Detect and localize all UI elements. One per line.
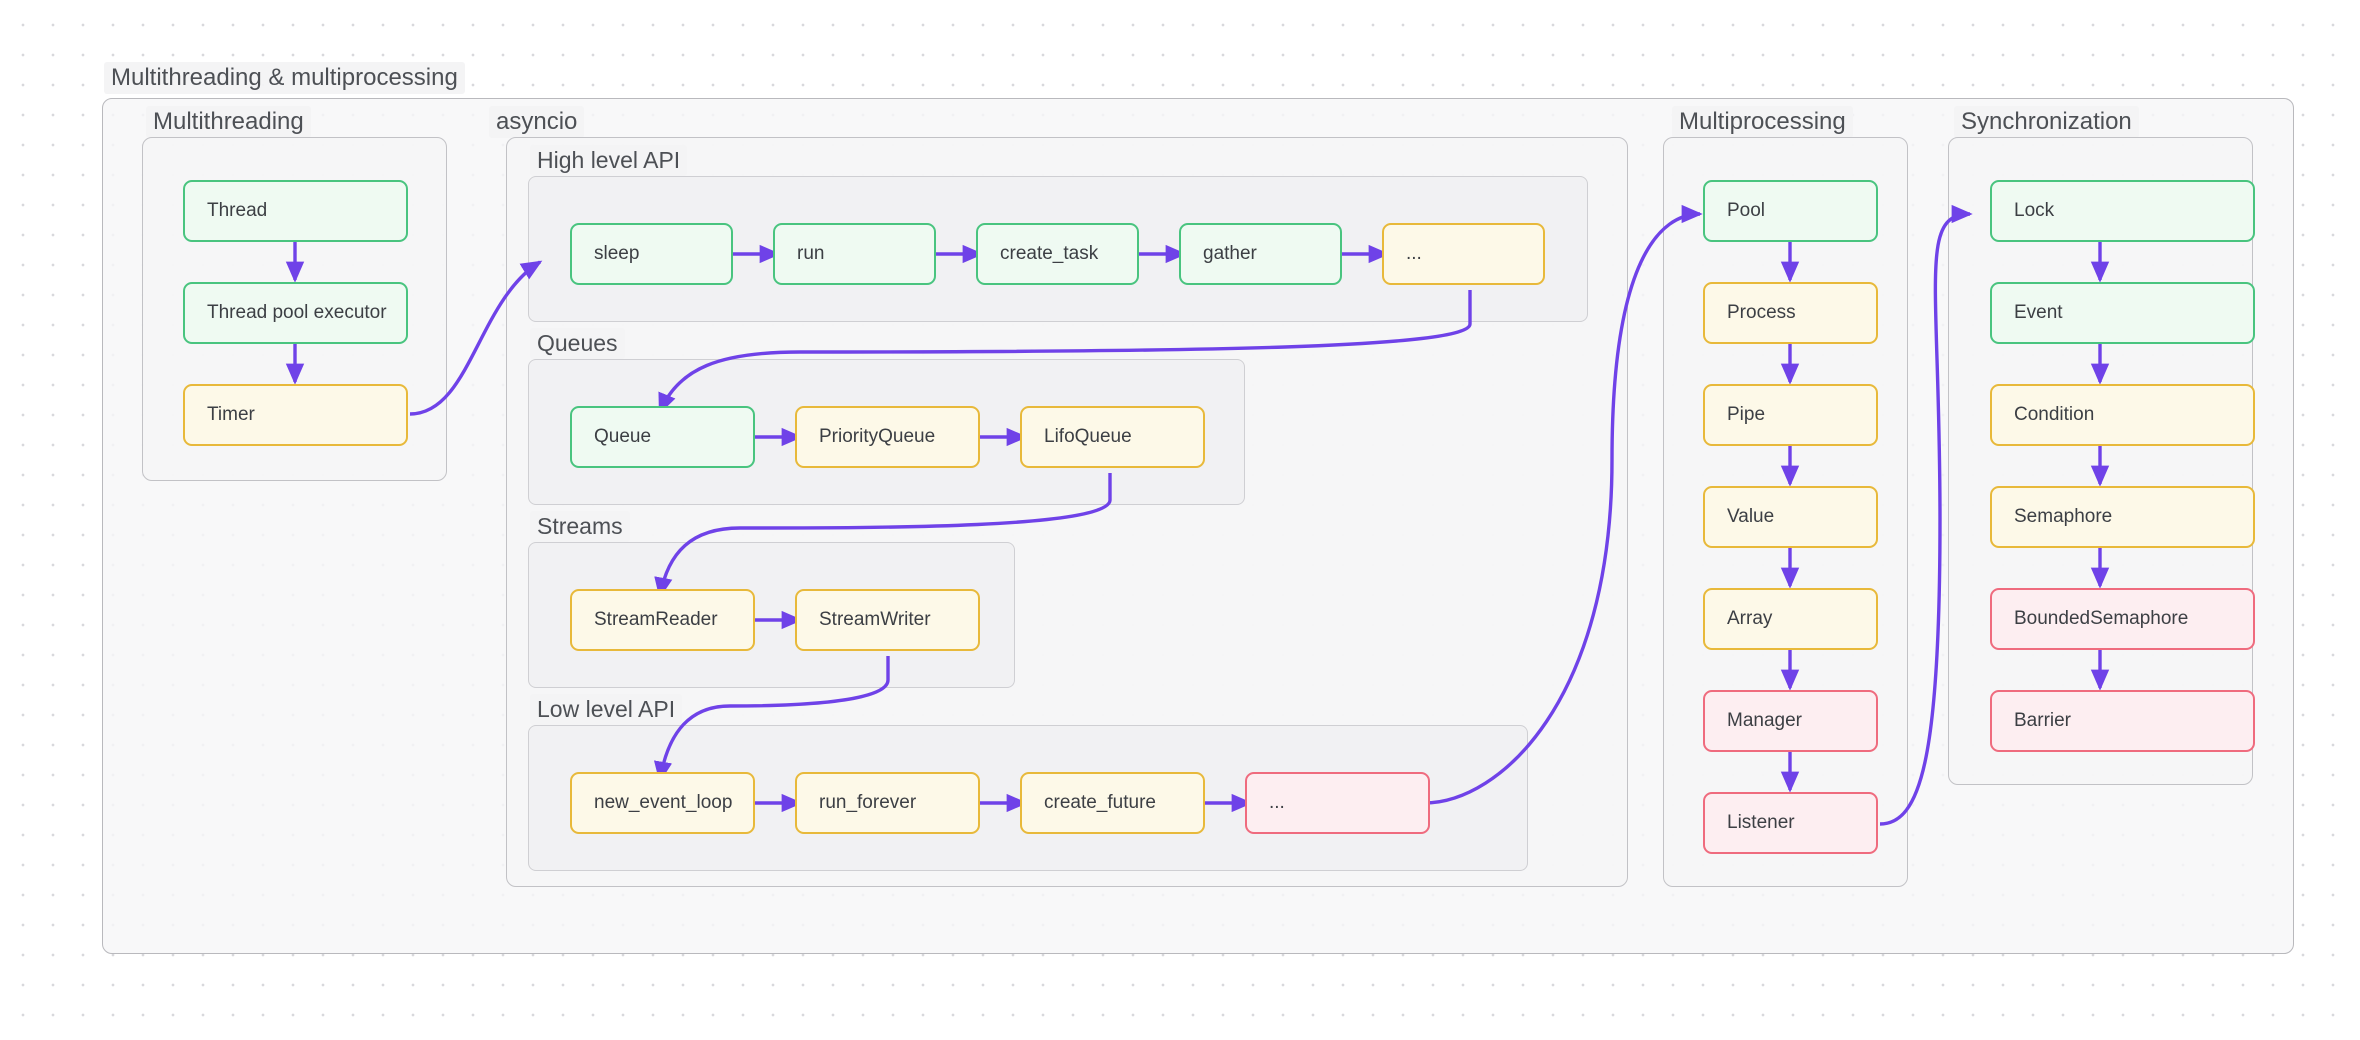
node-queue[interactable]: Queue [570, 406, 755, 468]
node-thread[interactable]: Thread [183, 180, 408, 242]
node-condition[interactable]: Condition [1990, 384, 2255, 446]
node-high-level-more[interactable]: ... [1382, 223, 1545, 285]
node-new-event-loop[interactable]: new_event_loop [570, 772, 755, 834]
asyncio-group-label: asyncio [489, 106, 585, 138]
node-create-task[interactable]: create_task [976, 223, 1139, 285]
node-listener[interactable]: Listener [1703, 792, 1878, 854]
node-pipe[interactable]: Pipe [1703, 384, 1878, 446]
streams-label: Streams [530, 511, 630, 542]
node-create-future[interactable]: create_future [1020, 772, 1205, 834]
node-lifo-queue[interactable]: LifoQueue [1020, 406, 1205, 468]
node-sleep[interactable]: sleep [570, 223, 733, 285]
node-process[interactable]: Process [1703, 282, 1878, 344]
multithreading-group-label: Multithreading [146, 106, 311, 138]
node-thread-pool-executor[interactable]: Thread pool executor [183, 282, 408, 344]
synchronization-group-label: Synchronization [1954, 106, 2139, 138]
low-level-api-label: Low level API [530, 694, 683, 725]
node-timer[interactable]: Timer [183, 384, 408, 446]
node-value[interactable]: Value [1703, 486, 1878, 548]
node-low-level-more[interactable]: ... [1245, 772, 1430, 834]
node-semaphore[interactable]: Semaphore [1990, 486, 2255, 548]
node-stream-reader[interactable]: StreamReader [570, 589, 755, 651]
node-pool[interactable]: Pool [1703, 180, 1878, 242]
node-barrier[interactable]: Barrier [1990, 690, 2255, 752]
node-stream-writer[interactable]: StreamWriter [795, 589, 980, 651]
node-array[interactable]: Array [1703, 588, 1878, 650]
diagram-title: Multithreading & multiprocessing [104, 62, 465, 94]
node-lock[interactable]: Lock [1990, 180, 2255, 242]
node-run-forever[interactable]: run_forever [795, 772, 980, 834]
multiprocessing-group-label: Multiprocessing [1672, 106, 1853, 138]
node-gather[interactable]: gather [1179, 223, 1342, 285]
queues-label: Queues [530, 328, 625, 359]
node-run[interactable]: run [773, 223, 936, 285]
node-manager[interactable]: Manager [1703, 690, 1878, 752]
high-level-api-label: High level API [530, 145, 688, 176]
node-priority-queue[interactable]: PriorityQueue [795, 406, 980, 468]
node-event[interactable]: Event [1990, 282, 2255, 344]
node-bounded-semaphore[interactable]: BoundedSemaphore [1990, 588, 2255, 650]
